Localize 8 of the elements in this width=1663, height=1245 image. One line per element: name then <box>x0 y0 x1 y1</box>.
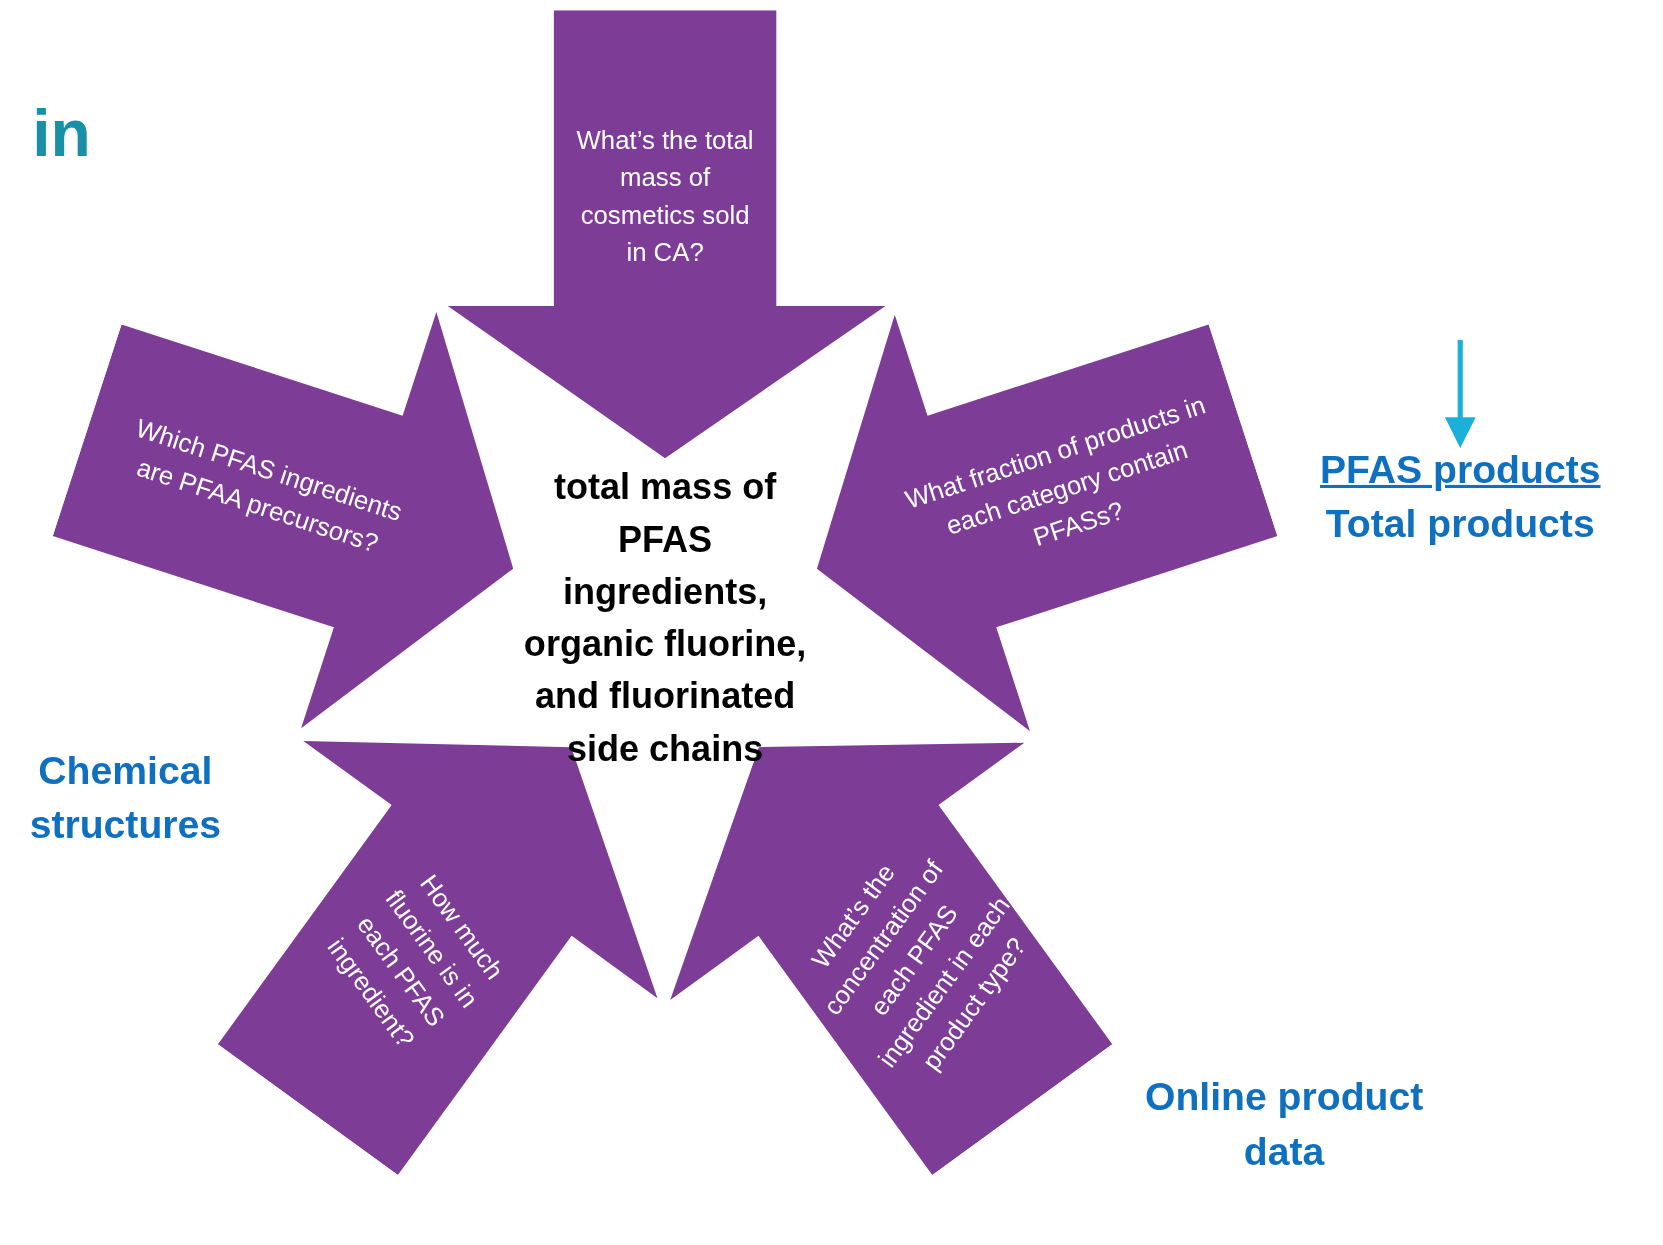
center-text: total mass of PFAS ingredients, organic fluorine, and fluorinated side chains <box>515 461 815 775</box>
arrow <box>1444 339 1476 449</box>
denominator-text: Total products <box>1324 501 1596 548</box>
source-label: Chemical structures <box>28 747 223 849</box>
numerator-text: PFAS products <box>1318 446 1602 494</box>
source-label: in <box>31 97 92 171</box>
question-text: What’s the total mass of cosmetics sold in CA? <box>575 124 755 268</box>
source-label: Online product data <box>1143 1074 1425 1176</box>
